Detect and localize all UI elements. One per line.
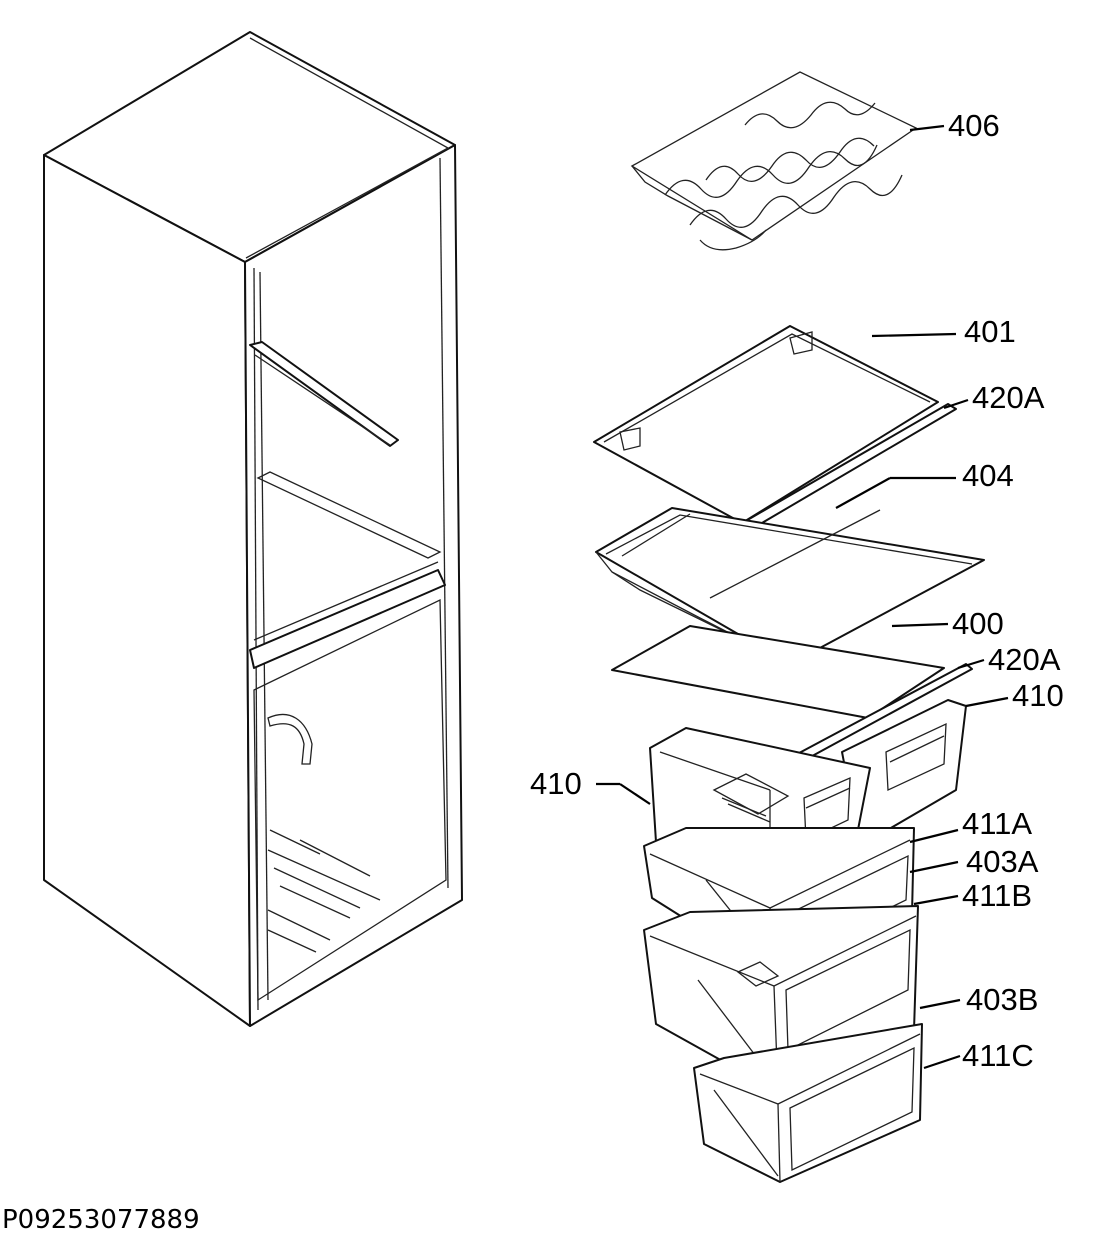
glass-plate-400 [611, 625, 945, 719]
document-id: P09253077889 [2, 1205, 200, 1235]
callout-411c: 411C [962, 1038, 1034, 1073]
leader-lines [596, 124, 1009, 1070]
callout-401: 401 [964, 314, 1016, 349]
shelf-frame-404 [595, 507, 985, 665]
callout-403b: 403B [966, 982, 1038, 1017]
callout-410-right: 410 [1012, 678, 1064, 713]
callout-403a: 403A [966, 844, 1039, 879]
callout-406: 406 [948, 108, 1000, 143]
wine-rack-406 [630, 71, 918, 251]
callout-420a-bottom: 420A [988, 642, 1061, 677]
glass-shelf-401 [593, 325, 939, 524]
callout-410-left: 410 [530, 766, 582, 801]
callout-404: 404 [962, 458, 1014, 493]
refrigerator-cabinet [43, 31, 463, 1027]
callout-420a-top: 420A [972, 380, 1045, 415]
callout-400: 400 [952, 606, 1004, 641]
callout-411a: 411A [962, 806, 1032, 841]
callout-411b: 411B [962, 878, 1032, 913]
drawer-411c [693, 1023, 923, 1183]
callout-labels: 406 401 420A 404 400 420A 410 410 411A 4… [530, 108, 1064, 1073]
